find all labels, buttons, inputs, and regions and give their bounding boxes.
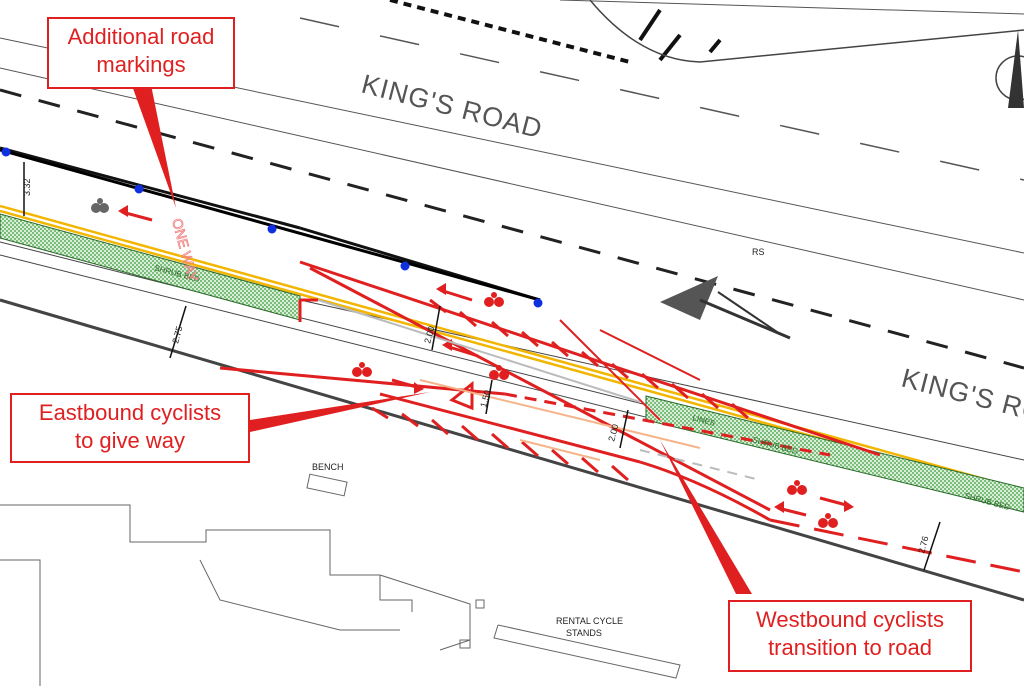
- bollard-icon: [134, 184, 144, 194]
- dimension-lines: [23, 162, 941, 571]
- faded-markings: [317, 299, 761, 481]
- callout-eastbound-line1: Eastbound cyclists: [38, 400, 222, 425]
- callout-westbound: Westbound cyclists transition to road: [728, 600, 972, 672]
- callout-additional-line1: Additional road: [67, 24, 215, 49]
- callout-additional-line2: markings: [96, 52, 186, 77]
- road-name-right: KING'S RO: [898, 363, 1024, 429]
- callout-additional-markings: Additional road markings: [47, 17, 235, 89]
- traffic-arrow-icon: [660, 276, 791, 340]
- top-stop-markings: [389, 0, 722, 64]
- bicycle-icon: [91, 198, 109, 213]
- dim-1-50: 1.50: [478, 389, 492, 409]
- bicycle-icon: [787, 480, 807, 495]
- bicycle-icon: [489, 365, 509, 380]
- dim-2-76: 2.76: [916, 535, 930, 555]
- rs-label: RS: [752, 247, 765, 257]
- callout-eastbound-line2: to give way: [74, 428, 186, 453]
- bicycle-icon: [352, 362, 372, 377]
- callout-westbound-line1: Westbound cyclists: [756, 607, 944, 632]
- cycle-arrows: [118, 205, 854, 517]
- dim-2-00-b: 2.00: [606, 423, 620, 443]
- give-way-triangle-icon: [449, 380, 474, 411]
- dim-2-00-a: 2.00: [422, 325, 436, 345]
- building-outlines: [0, 473, 681, 686]
- bicycle-icon: [484, 292, 504, 307]
- shrub-bed-right: [645, 395, 1024, 513]
- bicycle-symbols: [91, 198, 838, 528]
- callout-eastbound: Eastbound cyclists to give way: [10, 393, 250, 463]
- bollard-icon: [533, 298, 543, 308]
- callout-pointers: [130, 80, 752, 594]
- bollard-icon: [1, 147, 11, 157]
- dim-3-32: 3.32: [22, 178, 32, 196]
- bollard-icon: [400, 261, 410, 271]
- callout-westbound-line2: transition to road: [768, 635, 932, 660]
- north-arrow-icon: [995, 30, 1024, 108]
- bicycle-icon: [818, 513, 838, 528]
- rental-label-line2: STANDS: [566, 628, 602, 638]
- dim-2-75: 2.75: [170, 325, 184, 345]
- top-kerb: [589, 0, 1024, 63]
- shrub-bed-left: [0, 213, 301, 321]
- rental-label-line1: RENTAL CYCLE: [556, 616, 623, 626]
- bollard-icon: [267, 224, 277, 234]
- hatched-area: [371, 298, 749, 482]
- bench-label: BENCH: [312, 462, 344, 472]
- bollards: [1, 147, 543, 308]
